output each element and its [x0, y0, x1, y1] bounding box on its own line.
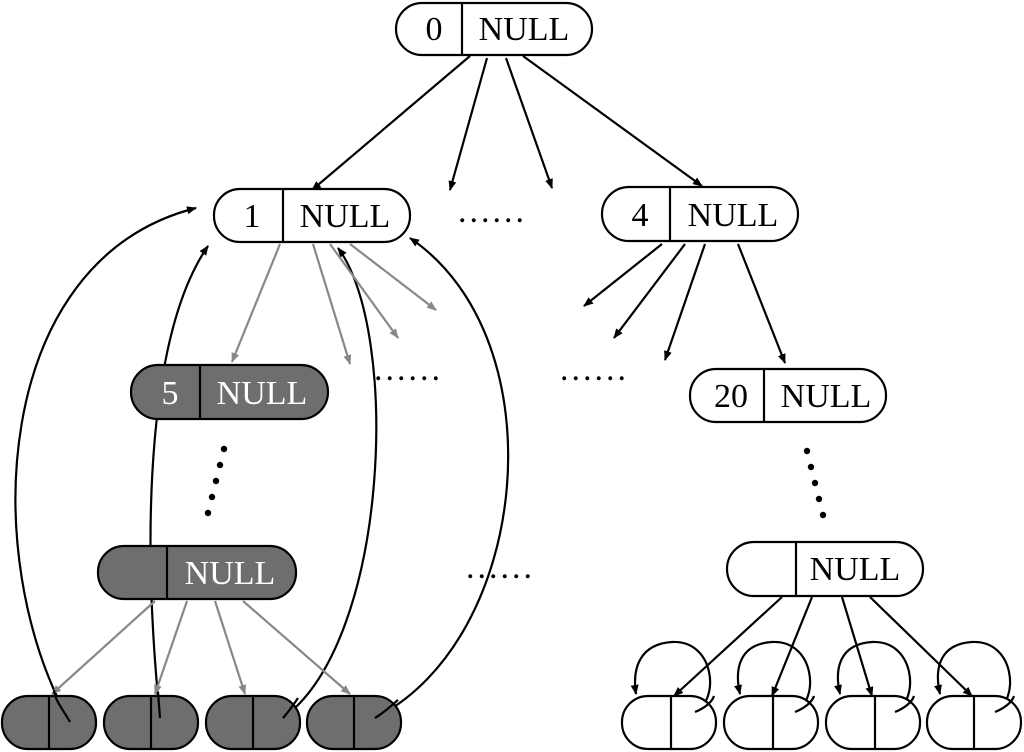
selfloop-w3 [834, 640, 912, 713]
node-1-key: 1 [244, 198, 261, 235]
edges-black [14, 55, 1012, 719]
node-20-null: NULL [781, 378, 872, 415]
tail-g4 [374, 699, 399, 719]
node-0: 0 NULL [394, 1, 594, 57]
node-5-key: 5 [162, 375, 179, 412]
vdot-l1 [220, 445, 228, 453]
leaf-gray-4 [305, 694, 403, 751]
leaf-white-1-shape [620, 694, 718, 751]
node-5-null: NULL [217, 375, 308, 412]
leaf-white-2 [722, 694, 820, 751]
vertical-dots-left [204, 445, 228, 517]
edge-1-b [329, 243, 399, 339]
edge-0-4 [522, 55, 703, 187]
tail-g2 [156, 691, 162, 719]
node-gray-deep-shape [96, 544, 298, 601]
vdot-r3 [811, 479, 819, 487]
edge-g-g3 [213, 600, 247, 695]
leaves-gray [0, 694, 403, 751]
ellipsis-level2-left: ...... [374, 351, 443, 388]
node-20-shape [688, 367, 888, 424]
node-white-deep-shape [725, 540, 925, 598]
edges-gray [51, 243, 437, 695]
selfloop-w4 [934, 640, 1012, 713]
node-20: 20 NULL [688, 367, 888, 424]
leaves-white [620, 694, 1023, 751]
edge-1-c [349, 243, 437, 311]
leaf-gray-3 [204, 694, 302, 751]
edge-1-a [311, 243, 352, 365]
backlink-g1 [14, 206, 197, 719]
edge-1-5 [230, 243, 282, 363]
edge-w-w4 [869, 596, 973, 697]
vdot-l3 [212, 477, 220, 485]
edge-4-a [583, 243, 663, 307]
node-0-key: 0 [426, 11, 443, 48]
vdot-r2 [807, 463, 815, 471]
tail-w4 [994, 695, 1016, 714]
tail-g3 [282, 697, 299, 719]
ellipsis-level3: ...... [466, 549, 535, 586]
leaf-white-1 [620, 694, 718, 751]
tail-w1 [694, 695, 716, 714]
edge-g-g1 [51, 600, 156, 695]
vdot-r5 [819, 511, 827, 519]
leaf-gray-2 [102, 694, 200, 751]
node-1-shape [212, 187, 412, 244]
tail-w3 [894, 695, 916, 714]
leaf-white-2-shape [722, 694, 820, 751]
edge-g-g2 [153, 600, 189, 695]
vertical-dots-right [803, 447, 827, 519]
node-0-null: NULL [479, 11, 570, 48]
edge-w-w3 [840, 596, 874, 697]
vdot-l2 [216, 461, 224, 469]
edge-g-g4 [242, 600, 351, 695]
edge-0-a [448, 57, 489, 191]
vdot-r4 [815, 495, 823, 503]
node-gray-deep: NULL [96, 544, 298, 601]
edge-w-w1 [673, 596, 783, 697]
tail-w2 [794, 695, 816, 714]
leaf-white-4 [925, 694, 1023, 751]
link-tails [52, 689, 1016, 723]
edge-4-b [613, 243, 686, 339]
node-1: 1 NULL [212, 187, 412, 244]
node-5-shape [129, 363, 330, 421]
vdot-r1 [803, 447, 811, 455]
selfloop-w2 [734, 640, 812, 713]
node-5: 5 NULL [129, 363, 330, 421]
leaf-gray-1 [0, 694, 98, 751]
node-white-deep-null: NULL [810, 551, 901, 588]
leaf-white-3-shape [824, 694, 922, 751]
node-4-shape [600, 185, 800, 243]
edge-0-1 [311, 55, 471, 191]
ellipsis-level2-right: ...... [560, 351, 629, 388]
node-gray-deep-null: NULL [185, 555, 276, 592]
backlink-g2 [149, 245, 209, 719]
vdot-l4 [208, 493, 216, 501]
node-4: 4 NULL [600, 185, 800, 243]
tail-g1 [52, 689, 71, 723]
node-white-deep: NULL [725, 540, 925, 598]
edge-0-b [504, 57, 554, 189]
backlink-g4 [374, 237, 510, 719]
selfloop-w1 [630, 640, 712, 713]
node-4-key: 4 [632, 197, 649, 234]
node-1-null: NULL [300, 198, 391, 235]
node-0-shape [394, 1, 594, 57]
node-4-null: NULL [688, 197, 779, 234]
edge-4-c [663, 243, 707, 361]
backlink-g3 [282, 247, 378, 719]
edge-4-20 [736, 243, 787, 364]
ellipsis-level1: ...... [458, 193, 527, 230]
node-20-key: 20 [714, 378, 748, 415]
vdot-l5 [204, 509, 212, 517]
leaf-white-3 [824, 694, 922, 751]
